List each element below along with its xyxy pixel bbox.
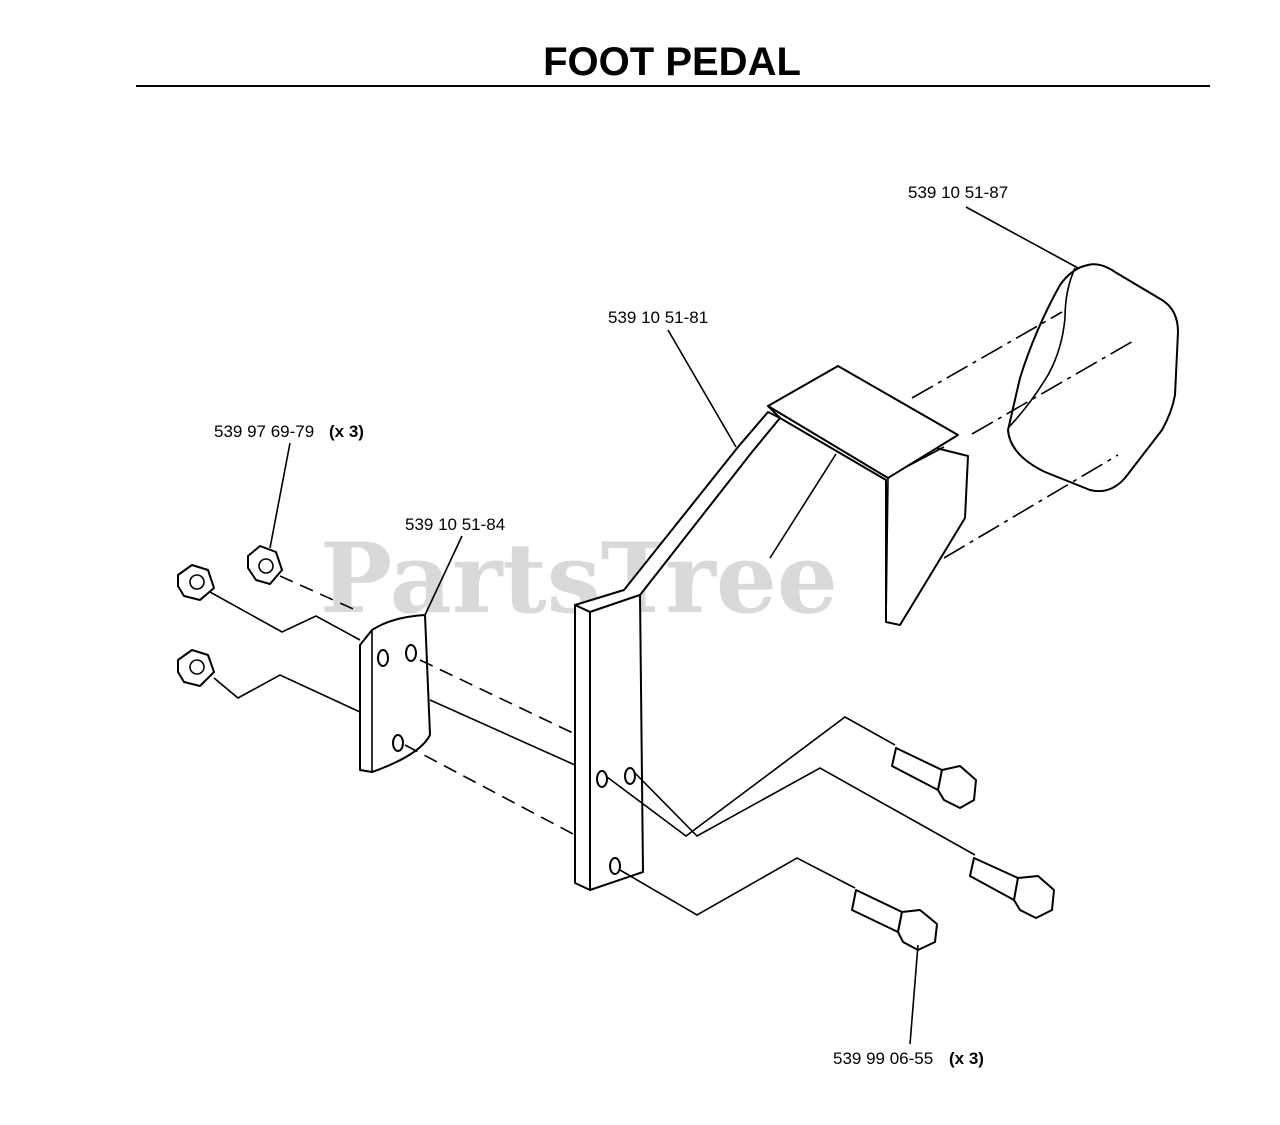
mounting-plate[interactable] — [359, 614, 431, 773]
callout-plate-part-number: 539 10 51-84 — [405, 515, 505, 534]
pedal-arm[interactable] — [574, 365, 969, 891]
callout-bolt-part-number: 539 99 06-55 — [833, 1049, 933, 1068]
callout-nut-quantity: (x 3) — [329, 422, 364, 441]
bolt[interactable] — [969, 857, 1055, 919]
bolt[interactable] — [891, 747, 977, 809]
hex-nut[interactable] — [177, 649, 215, 687]
callout-pedal-arm-part-number: 539 10 51-81 — [608, 308, 708, 327]
pedal-pad[interactable] — [1007, 263, 1179, 493]
callout-bolt-quantity: (x 3) — [949, 1049, 984, 1068]
title-divider — [136, 85, 1210, 87]
callout-nut-part-number: 539 97 69-79 — [214, 422, 314, 441]
bolt[interactable] — [851, 889, 938, 951]
hex-nut[interactable] — [247, 545, 283, 585]
page-title: FOOT PEDAL — [543, 40, 801, 84]
callout-pedal-pad-part-number: 539 10 51-87 — [908, 183, 1008, 202]
hex-nut[interactable] — [177, 564, 215, 601]
